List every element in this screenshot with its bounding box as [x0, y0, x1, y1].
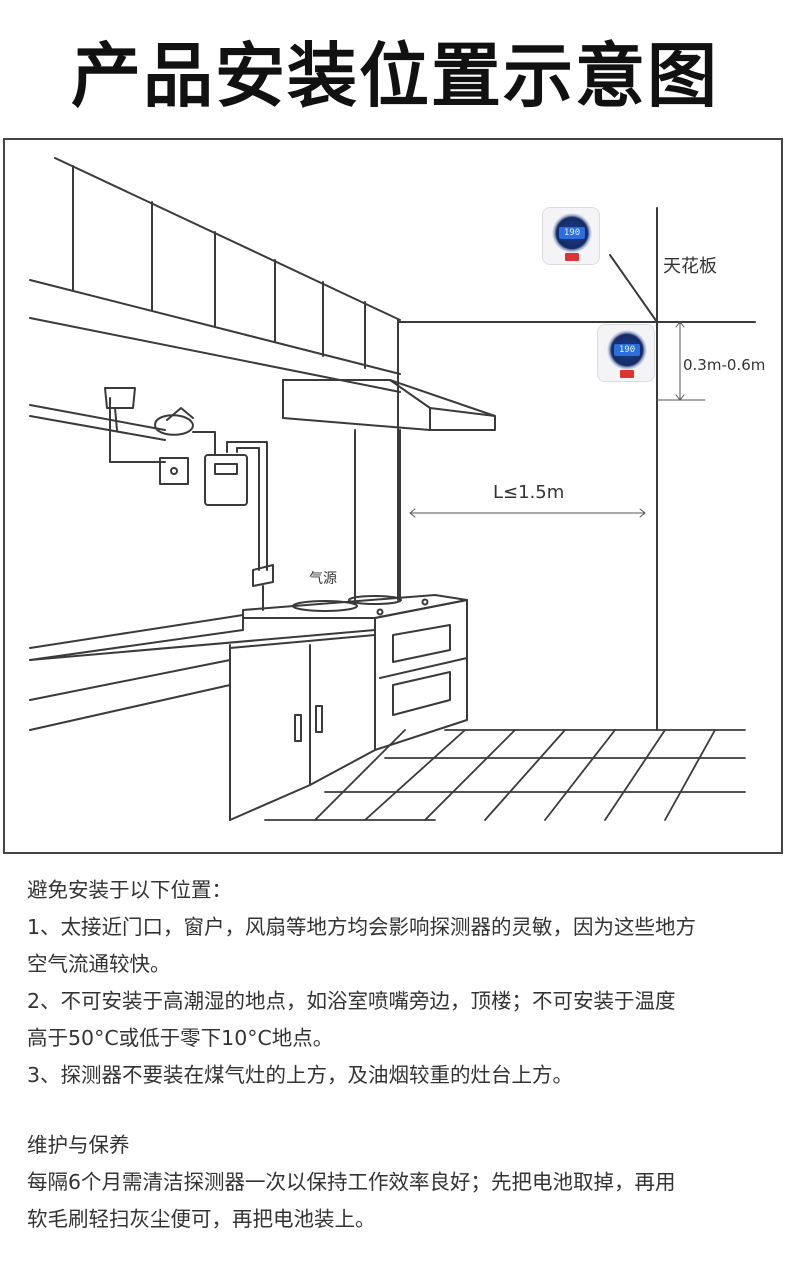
avoid-line: 3、探测器不要装在煤气灶的上方，及油烟较重的灶台上方。 — [27, 1063, 574, 1087]
gas-pipes — [29, 387, 274, 611]
detector-display: 190 — [559, 227, 585, 239]
ceiling-label: 天花板 — [663, 256, 717, 277]
section-gap — [27, 1094, 767, 1127]
ceiling-detector-icon: 190 — [542, 207, 600, 265]
page-title: 产品安装位置示意图 — [71, 35, 719, 117]
gas-source-label: 气源 — [309, 571, 337, 587]
avoid-line: 高于50°C或低于零下10°C地点。 — [27, 1026, 334, 1050]
avoid-line: 1、太接近门口，窗户，风扇等地方均会影响探测器的灵敏，因为这些地方 — [27, 915, 697, 939]
installation-diagram: 190 190 天花板 0.3m-0.6m L≤1.5m 气源 — [3, 138, 783, 854]
detector-display: 190 — [614, 344, 640, 356]
height-range-label: 0.3m-0.6m — [683, 356, 766, 374]
maintenance-heading: 维护与保养 — [27, 1133, 130, 1157]
room-walls — [397, 207, 756, 731]
avoid-line: 2、不可安装于高潮湿的地点，如浴室喷嘴旁边，顶楼；不可安装于温度 — [27, 989, 676, 1013]
range-hood — [282, 379, 496, 601]
upper-cabinets — [29, 157, 401, 393]
dimension-lines — [409, 321, 706, 518]
maintenance-line: 软毛刷轻扫灰尘便可，再把电池装上。 — [27, 1207, 376, 1231]
avoid-heading: 避免安装于以下位置： — [27, 878, 232, 902]
detector-label-tag — [620, 370, 634, 378]
wall-detector-icon: 190 — [597, 324, 655, 382]
floor-tiles — [264, 729, 746, 821]
detector-label-tag — [565, 253, 579, 261]
installation-notes: 避免安装于以下位置： 1、太接近门口，窗户，风扇等地方均会影响探测器的灵敏，因为… — [27, 872, 767, 1238]
avoid-line: 空气流通较快。 — [27, 952, 171, 976]
distance-label: L≤1.5m — [493, 482, 565, 503]
kitchen-illustration — [29, 157, 756, 821]
counter-cabinets — [29, 599, 468, 821]
maintenance-line: 每隔6个月需清洁探测器一次以保持工作效率良好；先把电池取掉，再用 — [27, 1170, 676, 1194]
